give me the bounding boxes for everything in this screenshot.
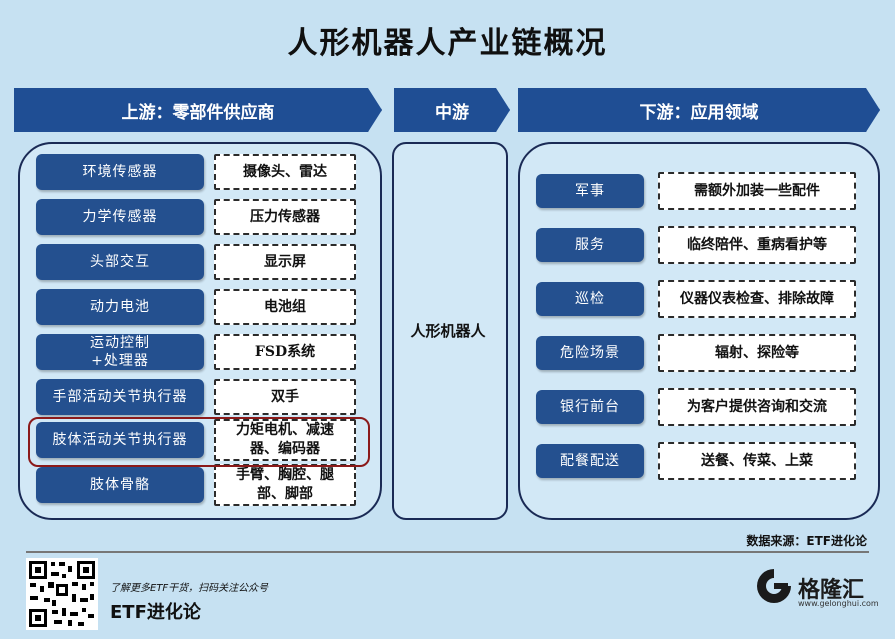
data-source: 数据来源：ETF进化论: [746, 534, 867, 548]
gelonghui-logo-icon: [754, 566, 794, 610]
downstream-field-4: 银行前台: [536, 390, 644, 424]
upstream-component-2: 头部交互: [36, 244, 204, 280]
upstream-component-0: 环境传感器: [36, 154, 204, 190]
downstream-header-label: 下游：应用领域: [639, 102, 759, 123]
upstream-product-4: FSD系统: [214, 334, 356, 370]
upstream-product-0: 摄像头、雷达: [214, 154, 356, 190]
downstream-use-4: 为客户提供咨询和交流: [658, 388, 856, 426]
downstream-field-5: 配餐配送: [536, 444, 644, 478]
upstream-product-3: 电池组: [214, 289, 356, 325]
upstream-product-5: 双手: [214, 379, 356, 415]
upstream-header: 上游：零部件供应商: [14, 88, 382, 132]
footer-hint: 了解更多ETF干货，扫码关注公众号: [110, 583, 269, 594]
upstream-component-5: 手部活动关节执行器: [36, 379, 204, 415]
upstream-component-4: 运动控制 +处理器: [36, 334, 204, 370]
upstream-product-7: 手臂、胸腔、腿 部、脚部: [214, 464, 356, 506]
page-title: 人形机器人产业链概况: [287, 26, 608, 61]
downstream-field-3: 危险场景: [536, 336, 644, 370]
upstream-product-6: 力矩电机、减速 器、编码器: [214, 419, 356, 461]
upstream-product-1: 压力传感器: [214, 199, 356, 235]
midstream-header-label: 中游: [435, 102, 469, 123]
downstream-use-1: 临终陪伴、重病看护等: [658, 226, 856, 264]
highlight-frame: [28, 417, 370, 467]
downstream-use-2: 仪器仪表检查、排除故障: [658, 280, 856, 318]
downstream-field-0: 军事: [536, 174, 644, 208]
upstream-header-label: 上游：零部件供应商: [121, 102, 275, 123]
upstream-component-6: 肢体活动关节执行器: [36, 422, 204, 458]
footer-brand: ETF进化论: [110, 602, 201, 623]
footer-divider: [26, 551, 869, 553]
midstream-item: 人形机器人: [410, 322, 486, 340]
midstream-header: 中游: [394, 88, 510, 132]
logo-text: 格隆汇: [798, 578, 865, 603]
downstream-field-2: 巡检: [536, 282, 644, 316]
downstream-use-3: 辐射、探险等: [658, 334, 856, 372]
upstream-component-7: 肢体骨骼: [36, 467, 204, 503]
logo-url: www.gelonghui.com: [798, 599, 879, 608]
upstream-component-1: 力学传感器: [36, 199, 204, 235]
midstream-panel: [392, 142, 508, 520]
downstream-use-5: 送餐、传菜、上菜: [658, 442, 856, 480]
downstream-field-1: 服务: [536, 228, 644, 262]
downstream-use-0: 需额外加装一些配件: [658, 172, 856, 210]
upstream-product-2: 显示屏: [214, 244, 356, 280]
qr-code-icon: [26, 558, 98, 630]
upstream-component-3: 动力电池: [36, 289, 204, 325]
downstream-header: 下游：应用领域: [518, 88, 880, 132]
